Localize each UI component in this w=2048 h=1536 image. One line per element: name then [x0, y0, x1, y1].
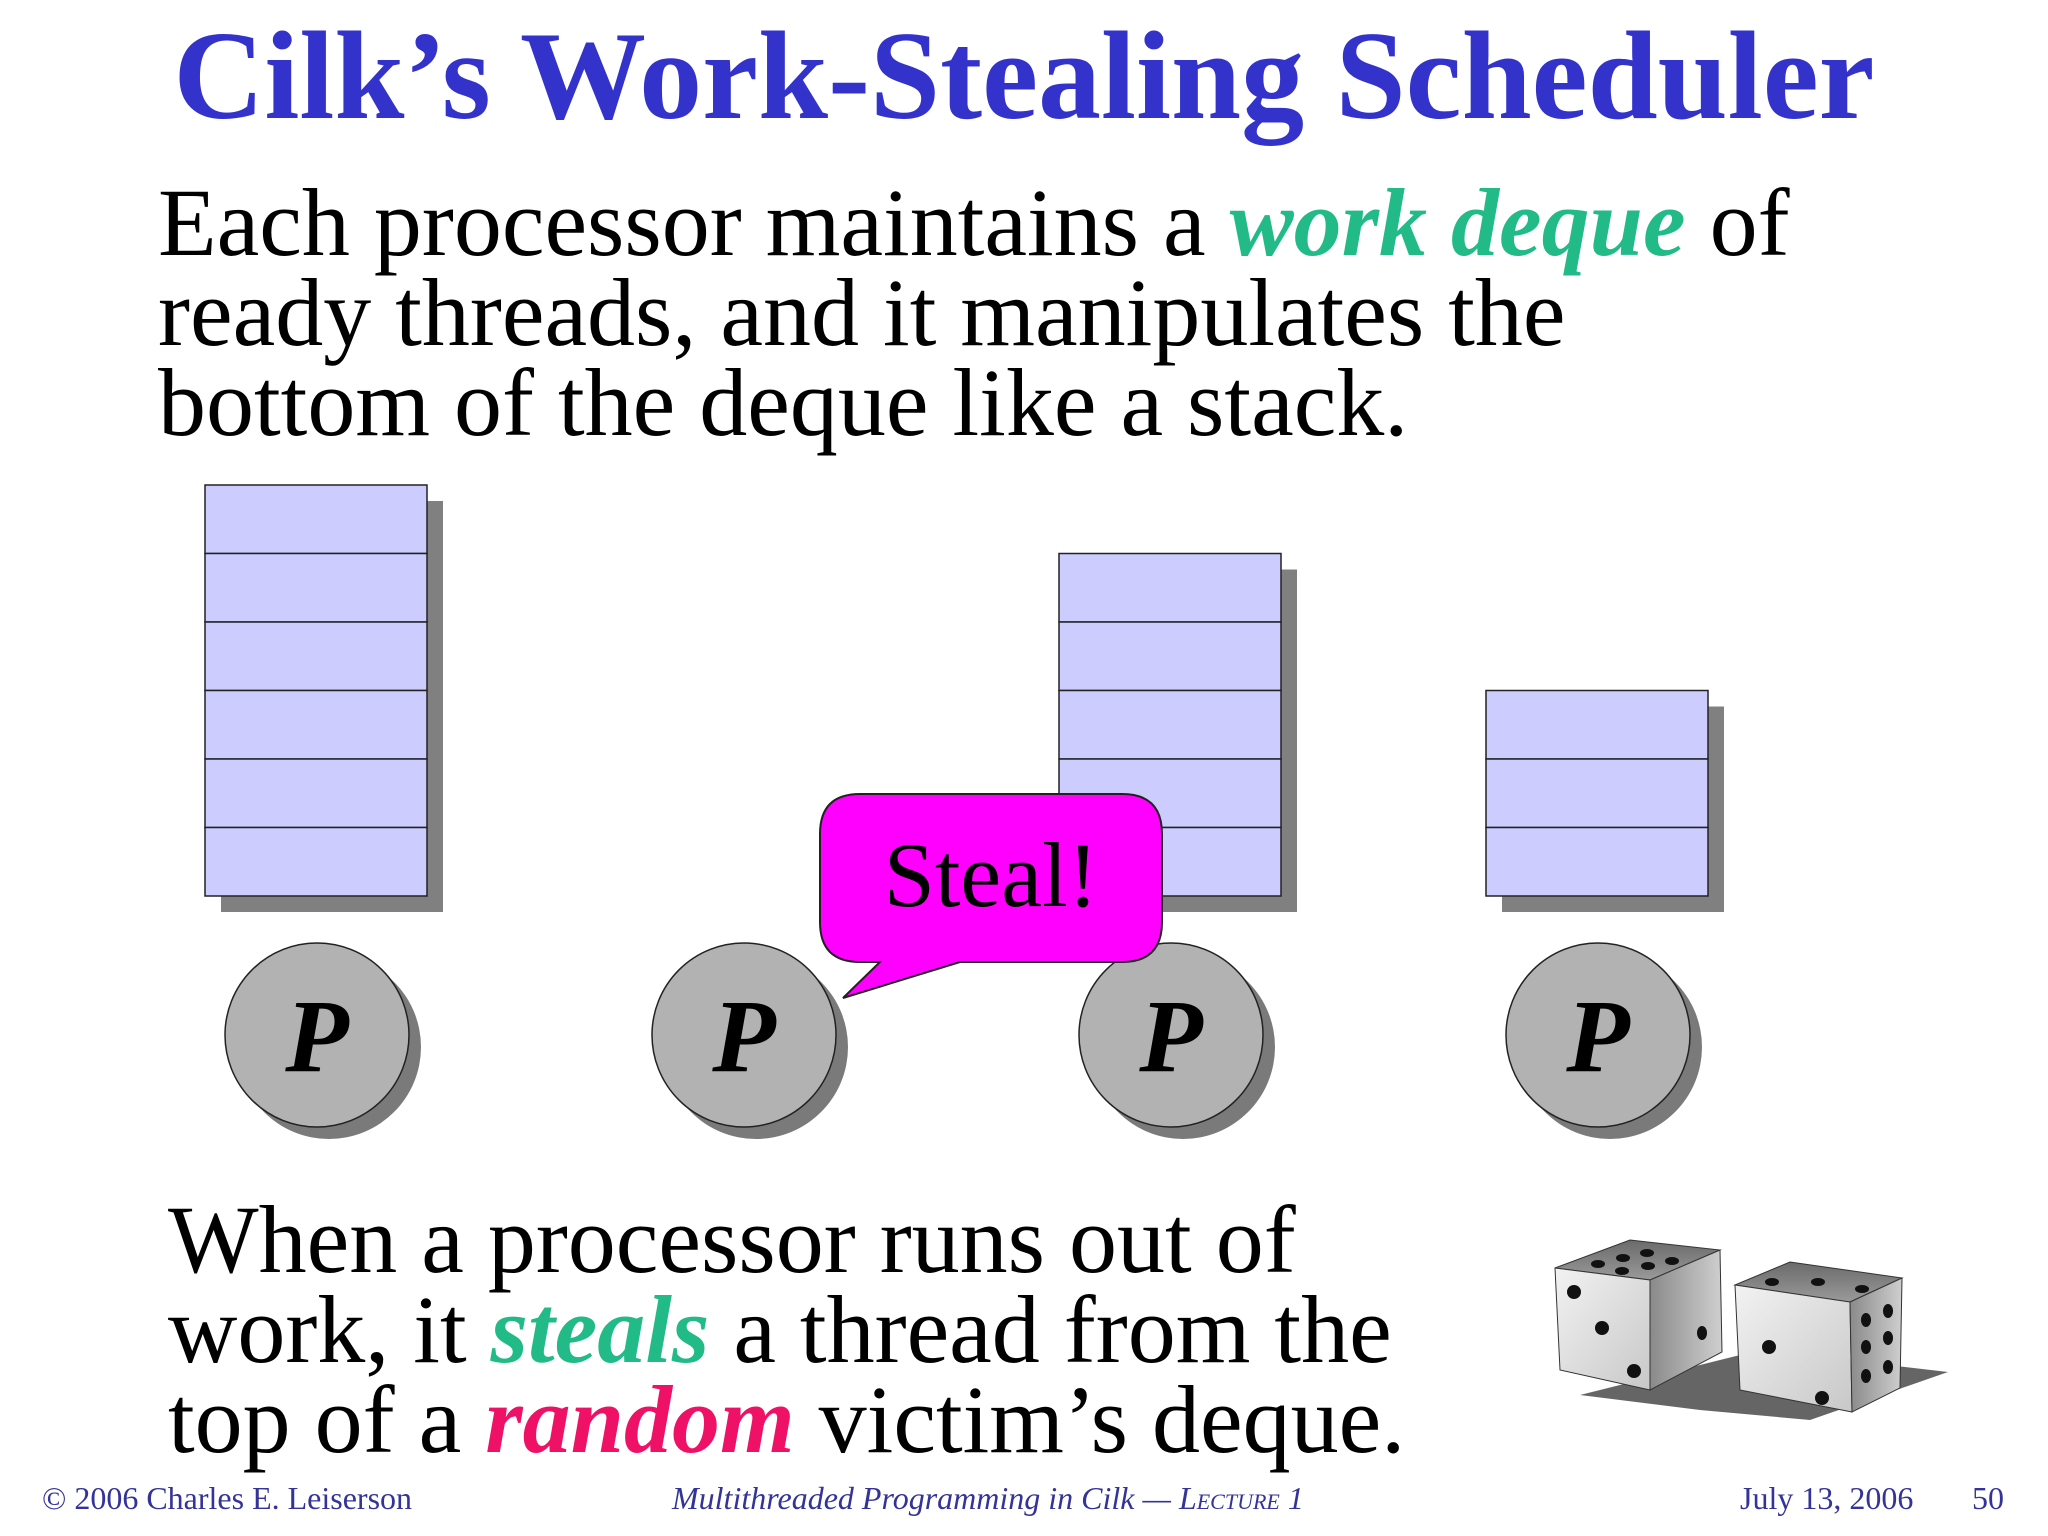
processor-label: P [1565, 979, 1631, 1094]
processor-disc [1505, 942, 1691, 1128]
outro-text: a thread from the [709, 1276, 1392, 1383]
intro-line-1: Each processor maintains a work deque of [158, 175, 1790, 271]
deques-layer [204, 484, 1724, 912]
work-deque [204, 484, 443, 912]
outro-text: work, it [168, 1276, 491, 1383]
deque-frame [1485, 758, 1709, 829]
callout-text: Steal! [884, 824, 1099, 926]
footer-lecture: Lecture 1 [1178, 1480, 1304, 1516]
outro-text: victim’s deque. [794, 1366, 1406, 1473]
left-die [1554, 1239, 1723, 1391]
callout-bubble [819, 793, 1163, 999]
processor-label: P [1138, 979, 1204, 1094]
footer-copyright: © 2006 Charles E. Leiserson [42, 1480, 413, 1516]
outro-paragraph: When a processor runs out of work, it st… [168, 1186, 1405, 1468]
processor-disc [651, 942, 837, 1128]
deque-frame [1058, 552, 1282, 623]
work-deque [1058, 552, 1297, 912]
random-term: random [485, 1366, 795, 1473]
processor: P [1078, 942, 1275, 1139]
work-deque-term: work deque [1229, 169, 1686, 276]
footer-page-number: 50 [1972, 1480, 2004, 1516]
deque-frame [1485, 826, 1709, 897]
deque-frame [204, 826, 428, 897]
processor-disc [1078, 942, 1264, 1128]
outro-line-2: work, it steals a thread from the [168, 1282, 1405, 1378]
deque-frame [1058, 689, 1282, 760]
intro-line-3: bottom of the deque like a stack. [158, 349, 1409, 456]
intro-text: Each processor maintains a [158, 169, 1230, 276]
intro-paragraph: Each processor maintains a work deque of… [158, 175, 1790, 456]
deque-frame [204, 621, 428, 692]
outro-line-3: top of a random victim’s deque. [168, 1372, 1405, 1468]
deque-frame [204, 552, 428, 623]
intro-line-2: ready threads, and it manipulates the [158, 259, 1566, 366]
processor: P [651, 942, 848, 1139]
deque-frame [204, 484, 428, 555]
deque-frame [1058, 621, 1282, 692]
footer-course-title: Multithreaded Programming in Cilk — [672, 1480, 1179, 1516]
slide-title: Cilk’s Work-Stealing Scheduler [173, 7, 1875, 146]
processor-disc [224, 942, 410, 1128]
processor-label: P [284, 979, 350, 1094]
outro-line-1: When a processor runs out of [168, 1186, 1296, 1293]
intro-text: of [1685, 169, 1790, 276]
outro-text: top of a [168, 1366, 486, 1473]
footer-course: Multithreaded Programming in Cilk — Lect… [672, 1478, 1304, 1518]
right-die [1733, 1261, 1904, 1413]
footer-date: July 13, 2006 [1740, 1480, 1914, 1516]
work-deque [1485, 689, 1724, 912]
processor-label: P [711, 979, 777, 1094]
processor: P [224, 942, 421, 1139]
dice-icon [1554, 1239, 1948, 1420]
steals-term: steals [490, 1276, 710, 1383]
processor: P [1505, 942, 1702, 1139]
deque-frame [204, 689, 428, 760]
deque-frame [1485, 689, 1709, 760]
steal-callout: Steal! [819, 793, 1163, 999]
deque-frame [204, 758, 428, 829]
